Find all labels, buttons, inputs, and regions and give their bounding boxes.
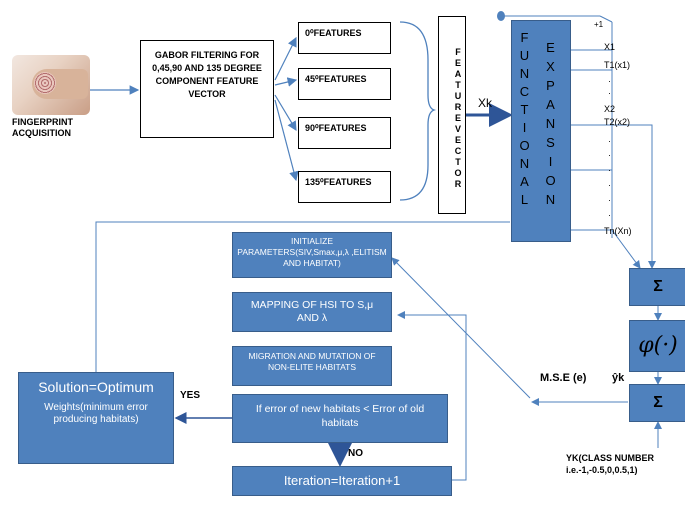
mse-label: M.S.E (e) <box>540 372 587 384</box>
x1-label: X1 <box>604 42 616 52</box>
plus-one-label: +1 <box>594 20 604 29</box>
dot-5: · <box>608 165 611 175</box>
solution-box: Solution=Optimum Weights(minimum error p… <box>18 372 174 464</box>
migration-box: MIGRATION AND MUTATION OF NON-ELITE HABI… <box>232 346 392 386</box>
fingerprint-image <box>12 55 90 115</box>
dot-1: · <box>608 76 611 86</box>
expansion-label: EXPANSION <box>543 40 558 211</box>
feature-box-45: 45⁰FEATURES <box>298 68 391 100</box>
t2-label: T2(x2) <box>604 117 631 127</box>
solution-subtitle: Weights(minimum error producing habitats… <box>44 402 148 425</box>
yhat-label: ŷk <box>612 372 625 384</box>
input-dot <box>497 11 505 21</box>
feature-box-135: 135⁰FEATURES <box>298 171 391 203</box>
dot-3: · <box>608 136 611 146</box>
phi-box: φ(·) <box>629 320 685 372</box>
tn-label: Tn(Xn) <box>604 226 632 236</box>
fingerprint-label: FINGERPRINT ACQUISITION <box>12 117 74 138</box>
feature-vector-box: FEATUREVECTOR <box>438 16 466 214</box>
dot-6: · <box>608 180 611 190</box>
feature-box-90: 90⁰FEATURES <box>298 117 391 149</box>
xk-label: Xk <box>478 96 493 110</box>
dot-2: · <box>608 88 611 98</box>
yk-label: YK(CLASS NUMBER i.e.-1,-0.5,0,0.5,1) <box>566 453 655 475</box>
condition-box: If error of new habitats < Error of old … <box>232 394 448 443</box>
iteration-box: Iteration=Iteration+1 <box>232 466 452 496</box>
gabor-filter-box: GABOR FILTERING FOR 0,45,90 AND 135 DEGR… <box>140 40 274 138</box>
dot-4: · <box>608 150 611 160</box>
mapping-box: MAPPING OF HSI TO S,μ AND λ <box>232 292 392 332</box>
solution-title: Solution=Optimum <box>38 379 154 395</box>
feature-box-0: 0⁰FEATURES <box>298 22 391 54</box>
fingerprint-whorl <box>34 72 56 94</box>
sigma-box-top: Σ <box>629 268 685 306</box>
no-label: NO <box>348 448 363 459</box>
sigma-box-bottom: Σ <box>629 384 685 422</box>
functional-expansion-box <box>511 20 571 242</box>
x2-label: X2 <box>604 104 616 114</box>
dot-8: · <box>608 210 611 220</box>
t1-label: T1(x1) <box>604 60 631 70</box>
init-params-box: INITIALIZE PARAMETERS(SIV,Smax,μ,λ ,ELIT… <box>232 232 392 278</box>
dot-7: · <box>608 195 611 205</box>
functional-label: FUNCTIONAL <box>517 30 532 210</box>
yes-label: YES <box>180 390 201 401</box>
